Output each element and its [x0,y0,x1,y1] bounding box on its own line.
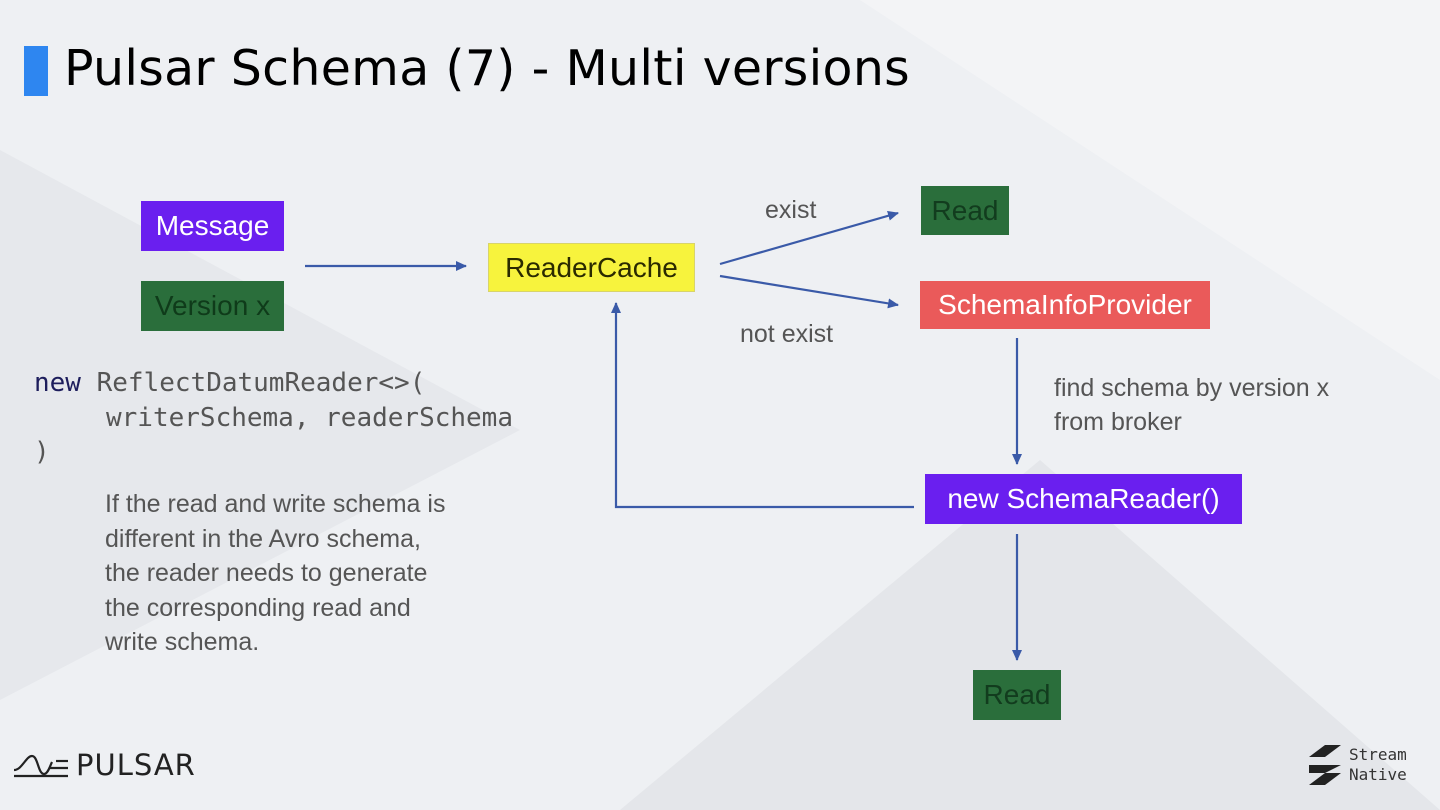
description-line: the reader needs to generate [105,559,428,587]
arrow-reader-to-cache [611,302,914,509]
description-line: the corresponding read and [105,593,411,622]
pulsar-logo: PULSAR [12,748,196,782]
slide-title: Pulsar Schema (7) - Multi versions [64,40,910,97]
code-line-2: writerSchema, readerSchema [106,403,513,433]
streamnative-logo: Stream Native [1305,743,1407,787]
arrow-cache-to-provider [719,274,899,309]
code-line-1: new ReflectDatumReader<>( [34,368,425,398]
pulsar-mark-icon [13,754,68,778]
new-schema-reader-node: new SchemaReader() [925,474,1242,524]
streamnative-line-1: Stream [1349,745,1407,764]
description-line: different in the Avro schema, [105,524,421,553]
description-line: write schema. [105,628,260,656]
read-bottom-node: Read [973,670,1061,720]
streamnative-logo-text: Stream Native [1349,745,1407,785]
code-line-1-rest: ReflectDatumReader<>( [80,368,426,398]
edge-label-find-line1: find schema by version x [1054,374,1330,402]
description-text: If the read and write schema is differen… [105,487,545,660]
version-node: Version x [141,281,284,331]
title-accent-bar [24,46,48,96]
edge-label-not-exist: not exist [740,320,834,348]
schema-info-provider-node: SchemaInfoProvider [920,281,1210,329]
arrow-cache-to-read [719,210,899,266]
read-top-node: Read [921,186,1009,235]
edge-label-exist: exist [765,196,817,224]
message-node: Message [141,201,284,251]
code-line-3: ) [34,437,50,467]
pulsar-logo-text: PULSAR [76,748,196,782]
streamnative-mark-icon [1309,745,1341,785]
code-keyword: new [34,368,81,398]
streamnative-line-2: Native [1349,765,1407,784]
description-line: If the read and write schema is [105,490,446,518]
edge-label-find-line2: from broker [1054,408,1182,436]
reader-cache-node: ReaderCache [488,243,695,292]
